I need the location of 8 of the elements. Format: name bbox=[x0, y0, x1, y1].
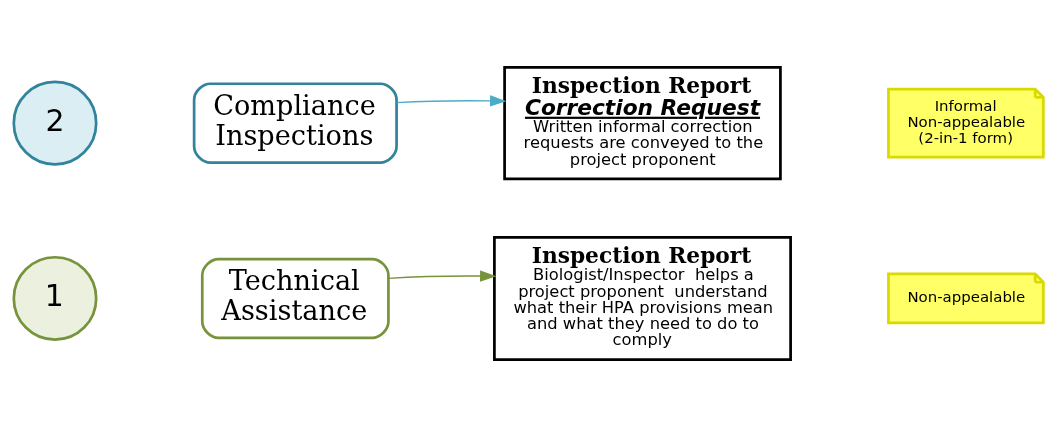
node-box: Compliance Inspections bbox=[192, 82, 398, 164]
arrow bbox=[396, 95, 507, 107]
arrow bbox=[387, 270, 497, 282]
node-circle: 1 bbox=[12, 255, 98, 341]
node-box: Inspection Report Biologist/Inspector helps a project proponent understand what their HPA provisions mean and what they need to do to comply bbox=[493, 235, 792, 361]
node-box: Inspection Report Correction Request Written informal correction requests are conveyed to the project proponent bbox=[503, 66, 782, 181]
node-box: Technical Assistance bbox=[200, 257, 390, 340]
node-circle: 2 bbox=[12, 80, 98, 166]
